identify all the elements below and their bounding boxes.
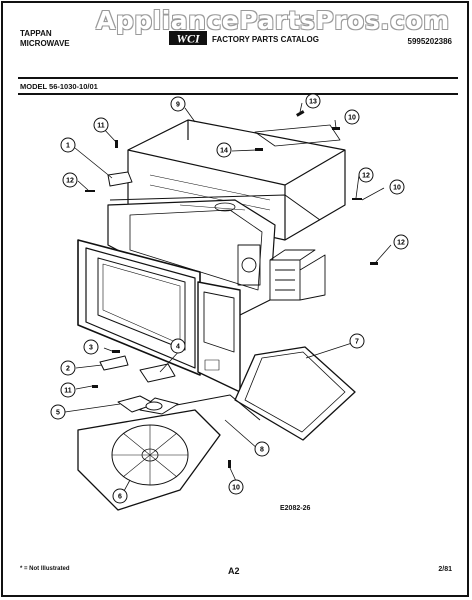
- svg-text:14: 14: [220, 148, 228, 155]
- svg-text:12: 12: [66, 178, 74, 185]
- callout-markers: 1 11 12 9 13 10 14 12 10 12 3 2 4 7 11 5…: [50, 93, 409, 504]
- footnote: * = Not Illustrated: [20, 566, 70, 572]
- svg-text:6: 6: [118, 494, 122, 501]
- svg-text:9: 9: [176, 102, 180, 109]
- callout-13: 13: [305, 93, 321, 109]
- callout-7: 7: [349, 333, 365, 349]
- svg-text:10: 10: [393, 185, 401, 192]
- glass-tray: [234, 346, 356, 441]
- callout-1: 1: [60, 137, 76, 153]
- brand-block: TAPPAN MICROWAVE: [20, 29, 70, 49]
- svg-text:11: 11: [97, 123, 105, 130]
- svg-text:10: 10: [348, 115, 356, 122]
- wci-logo: WCI: [169, 31, 207, 46]
- callout-6: 6: [112, 488, 128, 504]
- door-assembly: [77, 239, 201, 376]
- svg-text:1: 1: [66, 143, 70, 150]
- svg-text:4: 4: [176, 344, 180, 351]
- callout-10-bottom: 10: [228, 479, 244, 495]
- svg-text:12: 12: [397, 240, 405, 247]
- callout-10-top: 10: [344, 109, 360, 125]
- revision-date: 2/81: [438, 566, 452, 573]
- svg-text:7: 7: [355, 339, 359, 346]
- svg-text:12: 12: [362, 173, 370, 180]
- callout-11-top: 11: [93, 117, 109, 133]
- svg-text:3: 3: [89, 345, 93, 352]
- callout-12-right: 12: [358, 167, 374, 183]
- page-number: A2: [228, 566, 240, 576]
- callout-8: 8: [254, 441, 270, 457]
- stirrer-blade: [117, 395, 179, 415]
- callout-5: 5: [50, 404, 66, 420]
- model-rule: [18, 93, 458, 95]
- svg-text:5: 5: [56, 410, 60, 417]
- svg-text:8: 8: [260, 447, 264, 454]
- svg-text:13: 13: [309, 99, 317, 106]
- svg-text:2: 2: [66, 366, 70, 373]
- model-number: MODEL 56-1030-10/01: [20, 82, 98, 91]
- watermark: AppliancePartsPros.com: [96, 6, 450, 35]
- callout-11-lower: 11: [60, 382, 76, 398]
- header-rule: [18, 77, 458, 79]
- base-pan: [77, 394, 261, 511]
- figure-number: E2082-26: [280, 505, 311, 512]
- screws: [85, 110, 378, 468]
- catalog-title: FACTORY PARTS CATALOG: [212, 35, 319, 44]
- hinge-bracket: [99, 171, 176, 383]
- callout-12-lower: 12: [393, 234, 409, 250]
- callout-14: 14: [216, 142, 232, 158]
- callout-9: 9: [170, 96, 186, 112]
- control-panel: [197, 281, 241, 393]
- callout-3: 3: [83, 339, 99, 355]
- product-type: MICROWAVE: [20, 39, 70, 48]
- callout-2: 2: [60, 360, 76, 376]
- callout-10-right: 10: [389, 179, 405, 195]
- oven-cavity: [107, 194, 321, 316]
- svg-text:10: 10: [232, 485, 240, 492]
- callout-4: 4: [170, 338, 186, 354]
- svg-text:11: 11: [64, 388, 72, 395]
- brand-name: TAPPAN: [20, 29, 52, 38]
- leader-lines: [64, 102, 392, 492]
- callout-12-left: 12: [62, 172, 78, 188]
- electrical-components: [237, 244, 326, 301]
- catalog-number: 5995202386: [407, 37, 453, 46]
- svg-text:WCI: WCI: [176, 32, 201, 46]
